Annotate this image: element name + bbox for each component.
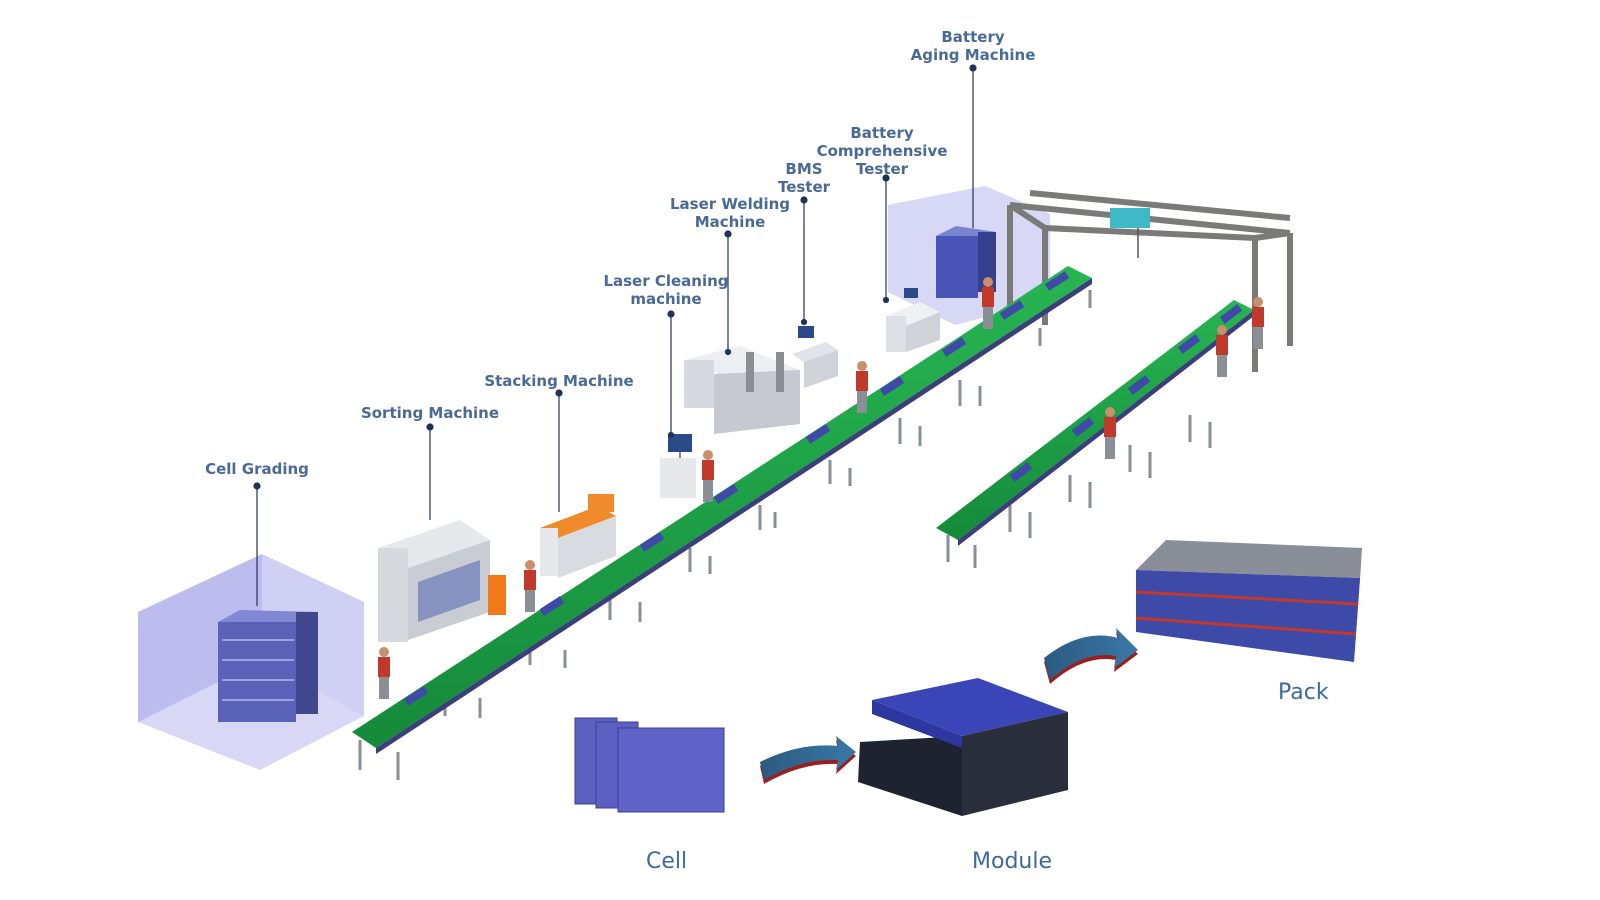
laser-welding-machine (684, 346, 800, 434)
battery-aging-machine (936, 226, 996, 298)
cell-image (574, 717, 725, 813)
module-to-pack-arrow (1044, 628, 1138, 684)
laser-cleaning-machine (660, 434, 696, 498)
sorting-machine (378, 520, 506, 642)
stacking-machine-label: Stacking Machine (484, 372, 634, 390)
stacking-machine (540, 494, 616, 578)
worker (856, 361, 868, 413)
cell-to-module-arrow (760, 736, 856, 784)
sorting-machine-label: Sorting Machine (360, 404, 500, 422)
worker (1252, 297, 1264, 349)
worker (524, 560, 536, 612)
module-image (858, 678, 1068, 816)
module-stage-label: Module (972, 849, 1052, 874)
worker (1104, 407, 1116, 459)
worker (702, 450, 714, 502)
cell-stage-label: Cell (646, 849, 688, 874)
worker (1216, 325, 1228, 377)
main-conveyor (352, 266, 1092, 780)
pack-image (1135, 540, 1362, 662)
pack-stage-label: Pack (1278, 680, 1329, 705)
bms-tester (792, 326, 838, 388)
cell-grading-cabinet (218, 610, 318, 722)
worker (982, 277, 994, 329)
workers (378, 277, 1264, 699)
battery-comprehensive-tester (886, 288, 940, 352)
worker (378, 647, 390, 699)
cell-grading-label: Cell Grading (205, 460, 309, 478)
leader-lines (253, 64, 977, 606)
